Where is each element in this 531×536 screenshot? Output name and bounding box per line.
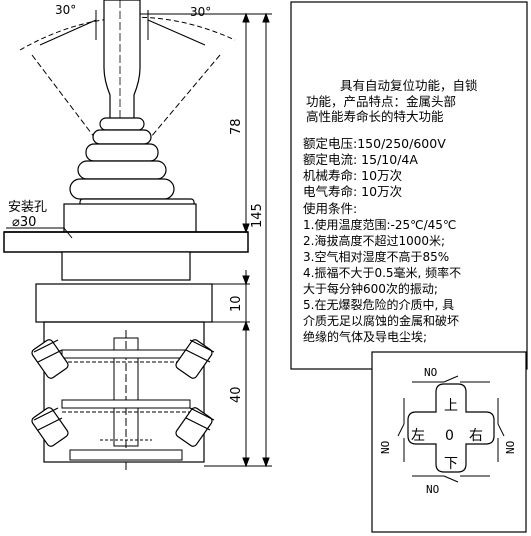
rating-mech-life: 机械寿命: 10万次 xyxy=(303,168,402,183)
no-label-right: NO xyxy=(504,441,517,454)
dim-145-label: 145 xyxy=(250,203,265,228)
rubber-boot xyxy=(69,117,195,212)
lever-handle xyxy=(103,0,141,121)
condition-5: 大于每分钟600次的振动; xyxy=(303,281,438,296)
angle-label-right: 30° xyxy=(190,5,211,19)
terminal-screw-upper-left xyxy=(31,339,69,379)
condition-2: 2.海拔高度不超过1000米; xyxy=(303,233,445,248)
position-center: 0 xyxy=(445,428,454,444)
position-left: 左 xyxy=(411,428,425,444)
contact-block xyxy=(61,330,191,470)
dimension-lines xyxy=(140,12,272,468)
boot-collar xyxy=(63,203,197,233)
dim-78-label: 78 xyxy=(229,118,244,135)
switch-body xyxy=(35,251,213,463)
rating-voltage: 额定电压:150/250/600V xyxy=(303,136,446,151)
no-label-top: NO xyxy=(424,366,437,379)
condition-1: 1.使用温度范围:-25℃/45℃ xyxy=(303,217,456,232)
terminal-screw-lower-left xyxy=(31,407,69,447)
no-contact-lines xyxy=(397,375,505,483)
condition-4: 4.振福不大于0.5毫米, 频率不 xyxy=(303,265,461,280)
spec-line-2: 功能，产品特点：金属头部 xyxy=(306,94,456,109)
terminal-screw-lower-right xyxy=(175,407,215,447)
dim-10-label: 10 xyxy=(229,295,244,312)
position-cross xyxy=(407,383,495,473)
condition-8: 绝缘的气体及导电尘埃; xyxy=(303,329,427,344)
mount-hole-label: 安装孔 xyxy=(8,200,47,215)
conditions-title: 使用条件: xyxy=(303,201,357,216)
rating-current: 额定电流: 15/10/4A xyxy=(303,152,418,167)
condition-3: 3.空气相对湿度不高于85% xyxy=(303,249,449,264)
position-down: 下 xyxy=(444,456,458,472)
mount-plate xyxy=(3,231,249,253)
dim-40-label: 40 xyxy=(229,386,244,403)
spec-line-3: 高性能寿命长的特大功能 xyxy=(306,109,444,124)
terminal-screw-upper-right xyxy=(175,339,215,379)
position-up: 上 xyxy=(444,398,458,414)
angle-label-left: 30° xyxy=(55,3,76,17)
condition-6: 5.在无爆裂危险的介质中, 具 xyxy=(303,297,454,312)
condition-7: 介质无足以腐蚀的金属和破坏 xyxy=(303,313,459,328)
spec-box xyxy=(290,1,528,370)
mount-hole-leader xyxy=(6,227,73,239)
mount-hole-diameter: ⌀30 xyxy=(12,215,36,230)
rating-elec-life: 电气寿命: 10万次 xyxy=(303,184,402,199)
no-label-left: NO xyxy=(379,441,392,454)
spec-line-1: 具有自动复位功能，自锁 xyxy=(340,78,478,93)
no-label-bottom: NO xyxy=(426,483,439,496)
position-right: 右 xyxy=(469,428,483,444)
